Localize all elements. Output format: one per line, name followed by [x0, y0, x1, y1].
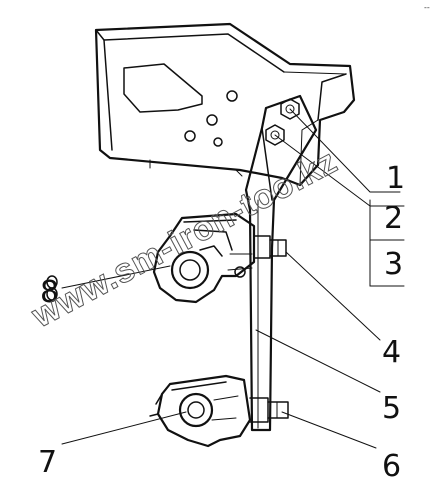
frame-bracket [94, 22, 356, 187]
mounting-plate [244, 94, 318, 432]
callout-5: 5 [382, 391, 401, 426]
callout-7: 7 [38, 445, 57, 480]
callout-3: 3 [384, 247, 403, 282]
watermark: www.sm-iron-too.kz [25, 142, 344, 336]
upper-coupling-head [152, 212, 287, 304]
callout-4: 4 [382, 335, 401, 370]
corner-mark: -- [424, 3, 430, 12]
lower-coupling-head [149, 374, 289, 448]
callout-1: 1 [386, 161, 405, 196]
part-8-ring [46, 275, 58, 301]
leader-lines [61, 108, 405, 449]
bolt-middle [265, 124, 285, 146]
callouts: 1 2 3 4 5 6 7 8 [38, 161, 405, 484]
callout-2: 2 [384, 201, 403, 236]
callout-6: 6 [382, 449, 401, 484]
callout-8: 8 [40, 275, 59, 310]
bolt-top [280, 98, 300, 120]
